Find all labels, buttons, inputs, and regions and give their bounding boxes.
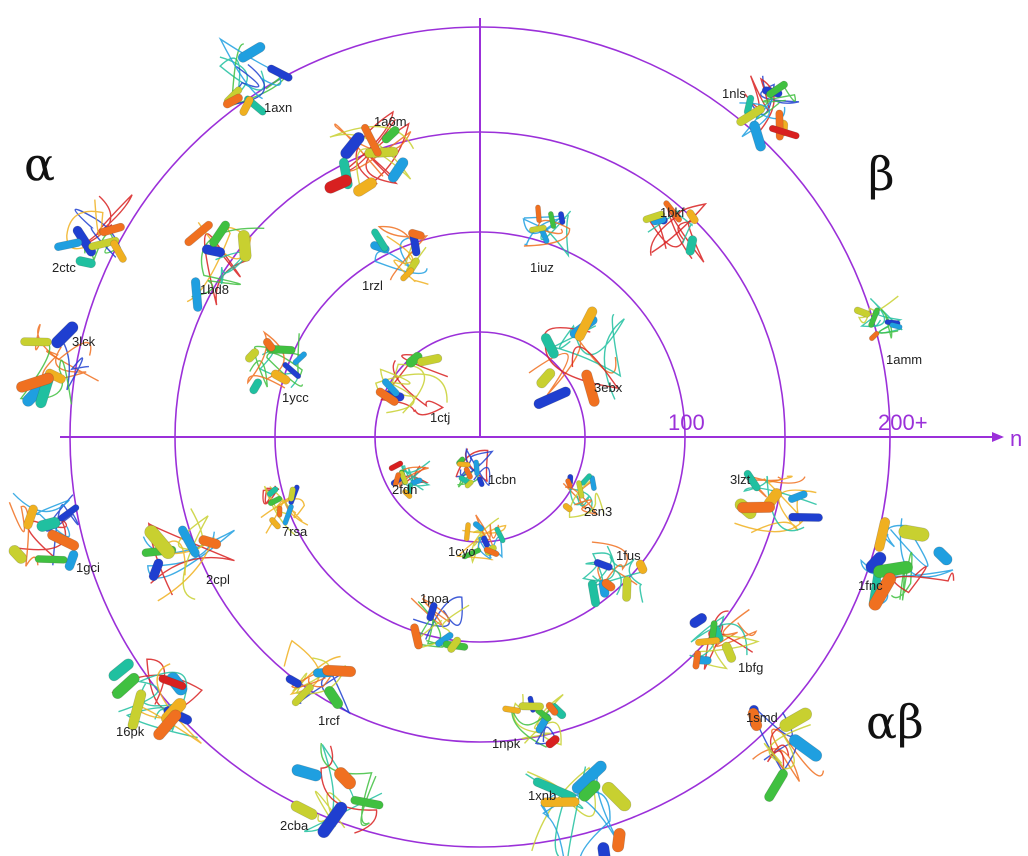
protein-label-7rsa: 7rsa [282,524,308,539]
protein-label-2cpl: 2cpl [206,572,230,587]
protein-structure-icon [218,37,293,117]
protein-structure-icon [370,225,429,285]
protein-structure-icon [581,541,648,608]
protein-structure-icon [528,306,625,410]
protein-structures [8,37,955,856]
quadrant-beta-label: β [868,147,895,201]
protein-structure-icon [374,351,449,416]
protein-label-1axn: 1axn [264,100,292,115]
protein-structure-icon [562,473,605,519]
protein-structure-icon [642,200,708,263]
protein-label-1xnb: 1xnb [528,788,556,803]
protein-structure-icon [290,742,384,839]
protein-structure-icon [410,595,470,653]
protein-label-1rcf: 1rcf [318,713,340,728]
protein-structure-icon [108,658,203,744]
protein-label-1fus: 1fus [616,548,641,563]
axis-label-n: n [1010,426,1022,451]
protein-label-1iuz: 1iuz [530,260,554,275]
axes [60,18,1004,442]
protein-label-1gci: 1gci [76,560,100,575]
protein-label-3lzt: 3lzt [730,472,751,487]
protein-label-3lck: 3lck [72,334,96,349]
protein-label-1cyo: 1cyo [448,544,475,559]
protein-label-1bd8: 1bd8 [200,282,229,297]
axis-tick-100: 100 [668,410,705,435]
protein-structure-icon [853,295,903,342]
quadrant-alphabeta-label: αβ [866,695,924,749]
protein-structure-icon [522,204,572,258]
protein-structure-icon [244,330,308,395]
protein-structure-icon [455,447,494,489]
protein-label-2cba: 2cba [280,818,309,833]
protein-structure-icon [734,469,823,534]
protein-structure-icon [8,492,80,571]
protein-label-1bkf: 1bkf [660,205,685,220]
axis-tick-200: 200+ [878,410,928,435]
protein-label-1smd: 1smd [746,710,778,725]
protein-structure-icon [141,508,235,602]
protein-label-2sn3: 2sn3 [584,504,612,519]
protein-structure-icon [184,220,265,312]
protein-structure-icon [860,517,955,611]
protein-structure-icon [689,608,760,670]
protein-structure-icon [525,760,632,856]
protein-label-16pk: 16pk [116,724,145,739]
protein-label-2fdn: 2fdn [392,482,417,497]
protein-label-1bfg: 1bfg [738,660,763,675]
protein-label-1ycc: 1ycc [282,390,309,405]
protein-structure-icon [456,514,507,564]
protein-structure-icon [747,704,825,802]
protein-structure-icon [260,484,309,535]
protein-label-3ebx: 3ebx [594,380,623,395]
protein-label-1poa: 1poa [420,591,450,606]
protein-label-1nls: 1nls [722,86,746,101]
protein-label-2ctc: 2ctc [52,260,76,275]
protein-label-1a6m: 1a6m [374,114,407,129]
protein-structure-icon [502,693,567,749]
protein-label-1fnc: 1fnc [858,578,883,593]
protein-label-1ctj: 1ctj [430,410,450,425]
protein-structure-icon [736,75,800,152]
protein-label-1rzl: 1rzl [362,278,383,293]
protein-structure-icon [16,321,99,409]
protein-label-1npk: 1npk [492,736,521,751]
protein-labels: 1axn 1a6m 2ctc 1bd8 1rzl 3lck 1ycc 1ctj 1iuz 1bkf… [52,86,922,833]
protein-label-1amm: 1amm [886,352,922,367]
protein-structure-icon [324,110,415,197]
protein-label-1cbn: 1cbn [488,472,516,487]
protein-structure-icon [388,460,431,499]
protein-structure-icon [54,194,133,269]
quadrant-alpha-label: α [24,137,55,191]
protein-structure-icon [283,639,357,715]
